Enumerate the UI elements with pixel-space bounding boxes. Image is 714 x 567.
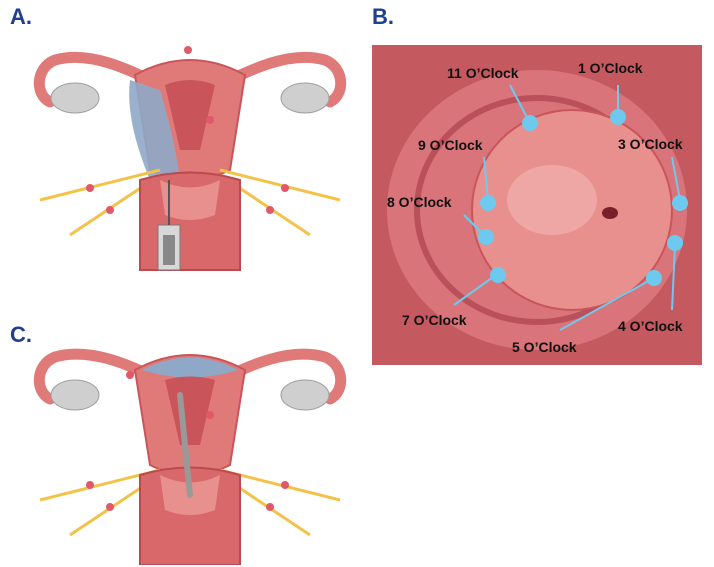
panel-a-letter: A. — [10, 4, 32, 30]
marker-8-oclock — [478, 229, 494, 245]
marker-1-oclock — [610, 109, 626, 125]
panel-c-uterus-instrument-illustration — [30, 335, 350, 565]
label-8-oclock: 8 O’Clock — [387, 194, 452, 210]
vaginal-canal — [140, 173, 240, 271]
cervix-highlight — [507, 165, 597, 235]
left-ovary — [51, 380, 99, 410]
right-ovary — [281, 83, 329, 113]
marker-3-oclock — [672, 195, 688, 211]
cervical-os — [602, 207, 618, 219]
label-1-oclock: 1 O’Clock — [578, 60, 643, 76]
panel-b-cervix-clock-diagram: 11 O’Clock 1 O’Clock 9 O’Clock 3 O’Clock… — [372, 45, 702, 365]
panel-b-letter: B. — [372, 4, 394, 30]
label-5-oclock: 5 O’Clock — [512, 339, 577, 355]
label-9-oclock: 9 O’Clock — [418, 137, 483, 153]
marker-11-oclock — [522, 115, 538, 131]
marker-5-oclock — [646, 270, 662, 286]
right-ovary — [281, 380, 329, 410]
panel-a-uterus-injection-illustration — [30, 30, 350, 275]
label-4-oclock: 4 O’Clock — [618, 318, 683, 334]
label-11-oclock: 11 O’Clock — [447, 65, 519, 81]
left-ovary — [51, 83, 99, 113]
panel-c-letter: C. — [10, 322, 32, 348]
label-7-oclock: 7 O’Clock — [402, 312, 467, 328]
marker-7-oclock — [490, 267, 506, 283]
label-3-oclock: 3 O’Clock — [618, 136, 683, 152]
marker-9-oclock — [480, 195, 496, 211]
marker-4-oclock — [667, 235, 683, 251]
